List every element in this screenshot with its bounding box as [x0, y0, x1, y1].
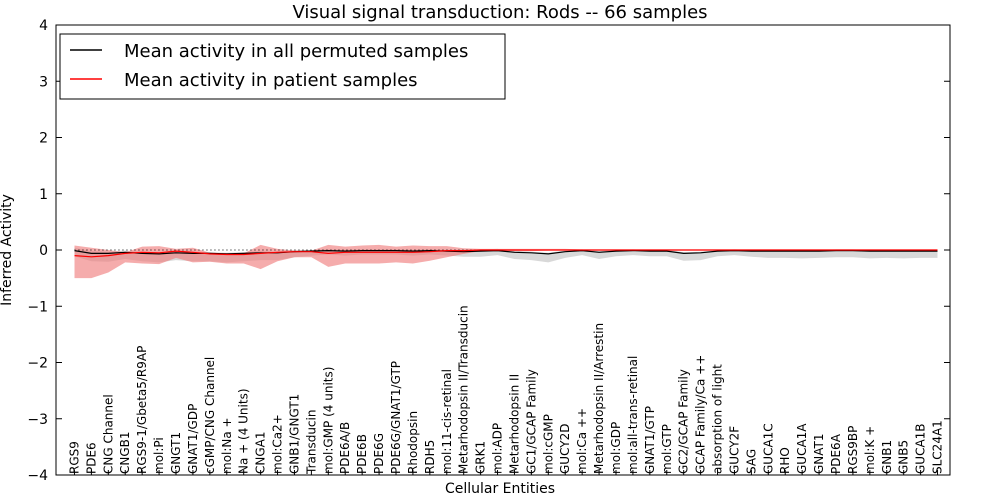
x-category-label: Na + (4 Units) — [237, 388, 251, 474]
x-category-label: CNG Channel — [101, 394, 115, 474]
x-category-label: GNB1 — [880, 440, 894, 474]
y-tick-label: 4 — [39, 18, 48, 34]
x-category-label: PDE6A/B — [338, 422, 352, 474]
x-category-label: Metarhodopsin II/Transducin — [457, 305, 471, 474]
legend: Mean activity in all permuted samplesMea… — [59, 33, 506, 100]
legend-label-1: Mean activity in all permuted samples — [124, 41, 468, 62]
y-tick-label: −2 — [27, 356, 48, 372]
x-category-label: GUCY2D — [558, 424, 572, 474]
x-category-label: mol:K + — [863, 426, 877, 474]
x-category-label: GRK1 — [474, 441, 488, 474]
x-category-label: Metarhodopsin II — [508, 374, 522, 474]
x-category-label: PDE6B — [355, 434, 369, 474]
x-category-label: GNAT1 — [812, 433, 826, 474]
x-category-label: GNB5 — [897, 440, 911, 474]
y-tick-label: 2 — [39, 131, 48, 147]
x-category-label: SAG — [744, 449, 758, 474]
x-category-label: GC1/GCAP Family — [524, 369, 538, 474]
x-category-label: mol:Ca2+ — [271, 414, 285, 474]
y-axis-ticks: 4 3 2 1 0 −1 −2 −3 −4 — [27, 18, 950, 484]
x-axis-label: Cellular Entities — [445, 481, 555, 497]
x-category-label: SLC24A1 — [931, 420, 945, 474]
x-category-label: mol:GMP (4 units) — [321, 367, 335, 474]
x-category-label: GUCY2F — [728, 426, 742, 474]
x-category-label: GUCA1A — [795, 423, 809, 474]
x-category-label: Transducin — [304, 410, 318, 475]
x-category-label: RHO — [778, 447, 792, 474]
x-category-label: GUCA1B — [914, 423, 928, 474]
x-category-label: mol:GDP — [609, 422, 623, 474]
x-category-label: mol:GTP — [660, 424, 674, 474]
y-tick-label: 3 — [39, 74, 48, 90]
x-category-label: mol:all-trans-retinal — [626, 356, 640, 474]
x-category-label: RDH5 — [423, 440, 437, 474]
x-category-label: PDE6G/GNAT1/GTP — [389, 361, 403, 474]
y-tick-label: −3 — [27, 412, 48, 428]
x-category-label: cGMP/CNG Channel — [203, 357, 217, 474]
x-category-label: GC2/GCAP Family — [677, 369, 691, 474]
x-category-label: RGS9-1/Gbeta5/R9AP — [135, 346, 149, 474]
series-line-2 — [74, 249, 938, 258]
x-category-label: GNGT1 — [169, 432, 183, 474]
x-category-label: PDE6 — [84, 442, 98, 474]
x-category-label: GCAP Family/Ca ++ — [694, 355, 708, 474]
x-category-label: CNGB1 — [118, 431, 132, 474]
y-axis-label: Inferred Activity — [0, 194, 15, 306]
x-category-label: RGS9BP — [846, 426, 860, 474]
y-tick-label: −4 — [27, 468, 48, 484]
x-category-label: RGS9 — [68, 441, 82, 474]
x-category-label: mol:Ca ++ — [575, 408, 589, 474]
x-category-label: mol:Pi — [152, 437, 166, 474]
x-category-label: GNAT1/GDP — [186, 404, 200, 474]
x-category-label: mol:cGMP — [541, 414, 555, 474]
x-category-label: absorption of light — [711, 364, 725, 474]
plot-area — [74, 244, 938, 279]
x-category-label: CNGA1 — [254, 432, 268, 475]
x-category-label: mol:ADP — [491, 423, 505, 474]
legend-label-2: Mean activity in patient samples — [124, 70, 418, 91]
y-tick-label: −1 — [27, 299, 48, 315]
x-category-label: Rhodopsin — [406, 411, 420, 474]
x-category-label: GUCA1C — [761, 423, 775, 474]
y-tick-label: 1 — [39, 187, 48, 203]
y-tick-label: 0 — [39, 243, 48, 259]
chart-title: Visual signal transduction: Rods -- 66 s… — [292, 2, 707, 23]
x-category-label: mol:Na + — [220, 417, 234, 474]
series-band-2 — [74, 244, 938, 279]
legend-box — [59, 33, 506, 100]
x-category-label: PDE6A — [829, 433, 843, 474]
x-category-label: GNB1/GNGT1 — [288, 394, 302, 474]
x-category-label: Metarhodopsin II/Arrestin — [592, 323, 606, 474]
x-category-label: GNAT1/GTP — [643, 406, 657, 474]
x-category-label: mol:11-cis-retinal — [440, 369, 454, 474]
x-category-label: PDE6G — [372, 433, 386, 474]
